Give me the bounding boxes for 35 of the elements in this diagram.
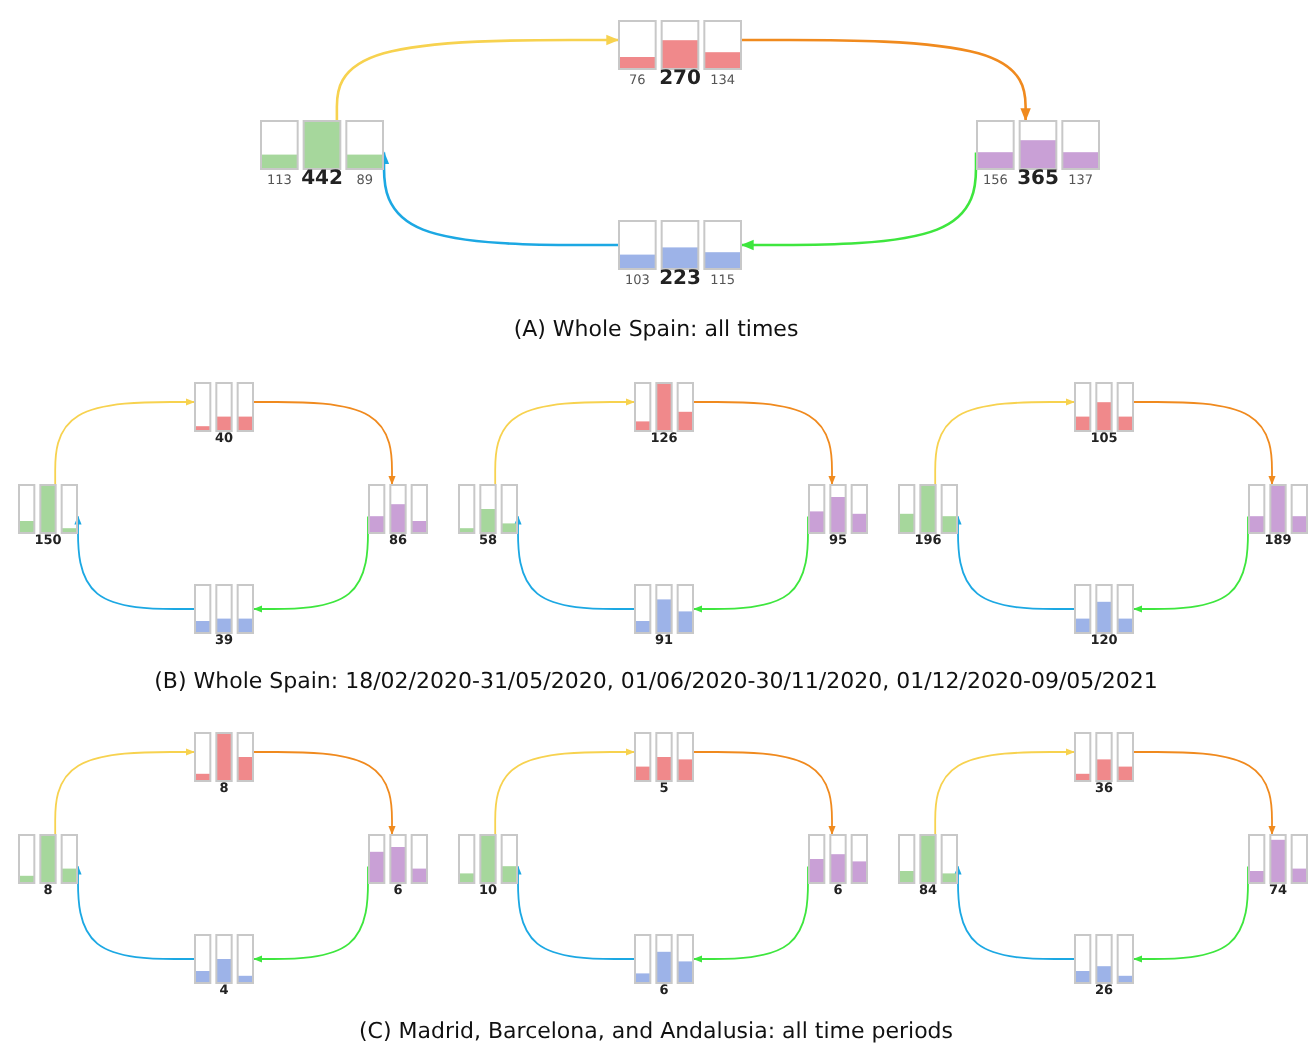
- arrow: [934, 398, 1075, 485]
- arrow: [693, 515, 809, 613]
- arrow: [740, 152, 978, 251]
- arrow: [494, 398, 635, 485]
- arrow: [378, 151, 618, 247]
- arrow: [514, 865, 635, 960]
- arrow: [693, 401, 836, 485]
- arrow: [514, 515, 635, 610]
- arrow: [253, 515, 369, 613]
- arrow: [74, 515, 195, 610]
- arrow: [954, 865, 1075, 960]
- count-label: 270: [659, 70, 701, 90]
- panel-caption: (A) Whole Spain: all times: [511, 316, 801, 342]
- arrow: [934, 748, 1075, 835]
- arrow: [1133, 401, 1276, 485]
- arrow: [1133, 751, 1276, 835]
- arrow: [253, 401, 396, 485]
- arrow: [1133, 865, 1249, 963]
- count-label: 442: [301, 170, 343, 190]
- panel-caption: (C) Madrid, Barcelona, and Andalusia: all time periods: [356, 1018, 956, 1044]
- arrow: [742, 38, 1031, 122]
- panel-caption: (B) Whole Spain: 18/02/2020-31/05/2020, 01/06/2020-30/11/2020, 01/12/2020-09/05/2021: [152, 668, 1160, 694]
- arrow: [693, 865, 809, 963]
- arrow: [253, 865, 369, 963]
- count-label: 365: [1017, 170, 1059, 190]
- arrow: [693, 751, 836, 835]
- arrow: [1133, 515, 1249, 613]
- arrow: [74, 865, 195, 960]
- arrow: [494, 748, 635, 835]
- count-label: 223: [659, 270, 701, 290]
- arrow: [54, 748, 195, 835]
- arrow: [54, 398, 195, 485]
- arrow: [335, 34, 620, 120]
- arrow: [954, 515, 1075, 610]
- arrow: [253, 751, 396, 835]
